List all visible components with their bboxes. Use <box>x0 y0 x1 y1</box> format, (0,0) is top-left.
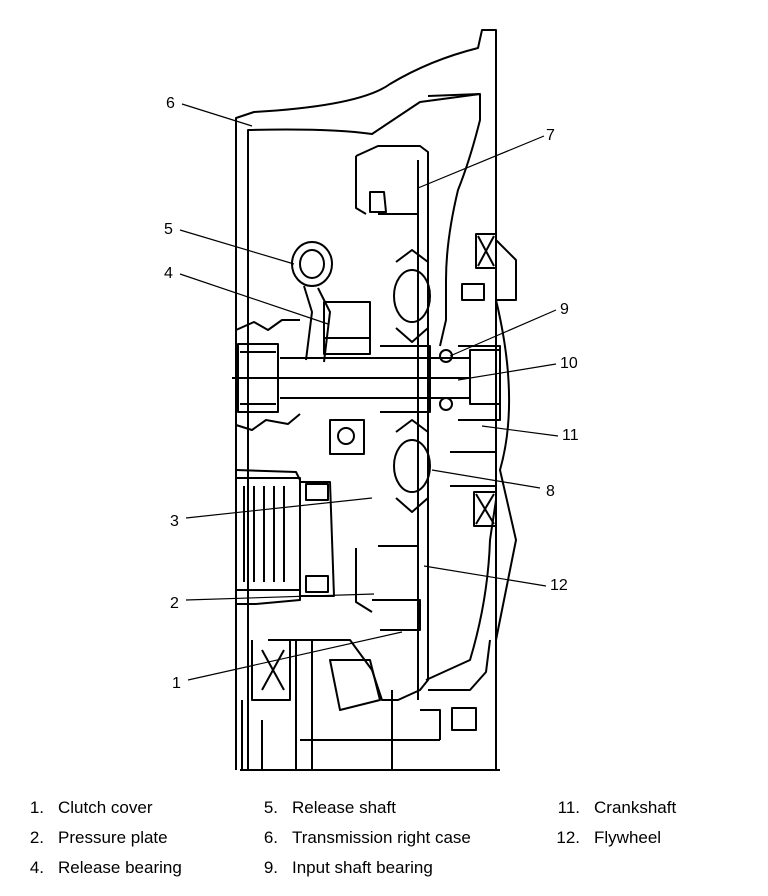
pressure-plate <box>378 213 419 547</box>
crankshaft-end <box>458 239 517 421</box>
callout-8: 8 <box>546 483 555 500</box>
callout-5: 5 <box>164 221 173 238</box>
clutch-assembly-diagram: 6 7 5 4 9 10 11 8 3 12 2 1 <box>164 29 579 771</box>
legend-item: 5. Release shaft <box>246 798 396 818</box>
parts-legend: 1. Clutch cover 2. Pressure plate 4. Releas… <box>0 794 768 894</box>
legend-item: 6. Transmission right case <box>246 828 471 848</box>
legend-label: Crankshaft <box>594 798 677 817</box>
legend-item: 12. Flywheel <box>548 828 661 848</box>
callout-6: 6 <box>166 95 175 112</box>
legend-item: 2. Pressure plate <box>12 828 168 848</box>
bottom-gear-left <box>251 640 291 701</box>
callout-labels: 6 7 5 4 9 10 11 8 3 12 2 1 <box>164 95 579 692</box>
legend-number: 5. <box>263 798 278 817</box>
legend-item: 1. Clutch cover <box>12 798 153 818</box>
callout-4: 4 <box>164 265 173 282</box>
input-shaft <box>232 357 470 399</box>
legend-item: 11. Crankshaft <box>548 798 677 818</box>
callout-7: 7 <box>546 127 555 144</box>
legend-label: Input shaft bearing <box>292 858 433 877</box>
callout-2: 2 <box>170 595 179 612</box>
legend-label: Clutch cover <box>58 798 153 817</box>
callout-12: 12 <box>550 577 568 594</box>
transmission-case-outline <box>235 29 497 770</box>
legend-item: 9. Input shaft bearing <box>246 858 433 878</box>
callout-1: 1 <box>172 675 181 692</box>
callout-9: 9 <box>560 301 569 318</box>
release-fork <box>303 285 331 363</box>
legend-label: Pressure plate <box>58 828 168 847</box>
legend-label: Flywheel <box>594 828 662 847</box>
flywheel <box>427 93 491 691</box>
release-shaft-eye <box>291 241 333 287</box>
callout-3: 3 <box>170 513 179 530</box>
legend-number: 2. <box>29 828 44 847</box>
callout-11: 11 <box>562 427 579 444</box>
legend-label: Release bearing <box>58 858 182 877</box>
legend-number: 12. <box>556 828 580 847</box>
transmission-case-inner <box>247 93 481 770</box>
release-bearing <box>323 301 371 355</box>
legend-number: 4. <box>29 858 44 877</box>
bottom-shaft <box>295 640 313 770</box>
legend-number: 6. <box>263 828 278 847</box>
gear-block <box>235 477 301 591</box>
legend-number: 1. <box>29 798 44 817</box>
legend-number: 11. <box>557 798 580 817</box>
legend-number: 9. <box>263 858 278 877</box>
legend-label: Transmission right case <box>292 828 471 847</box>
callout-10: 10 <box>560 355 578 372</box>
legend-item: 4. Release bearing <box>12 858 182 878</box>
legend-label: Release shaft <box>292 798 396 817</box>
clutch-cover-outline <box>268 145 429 701</box>
